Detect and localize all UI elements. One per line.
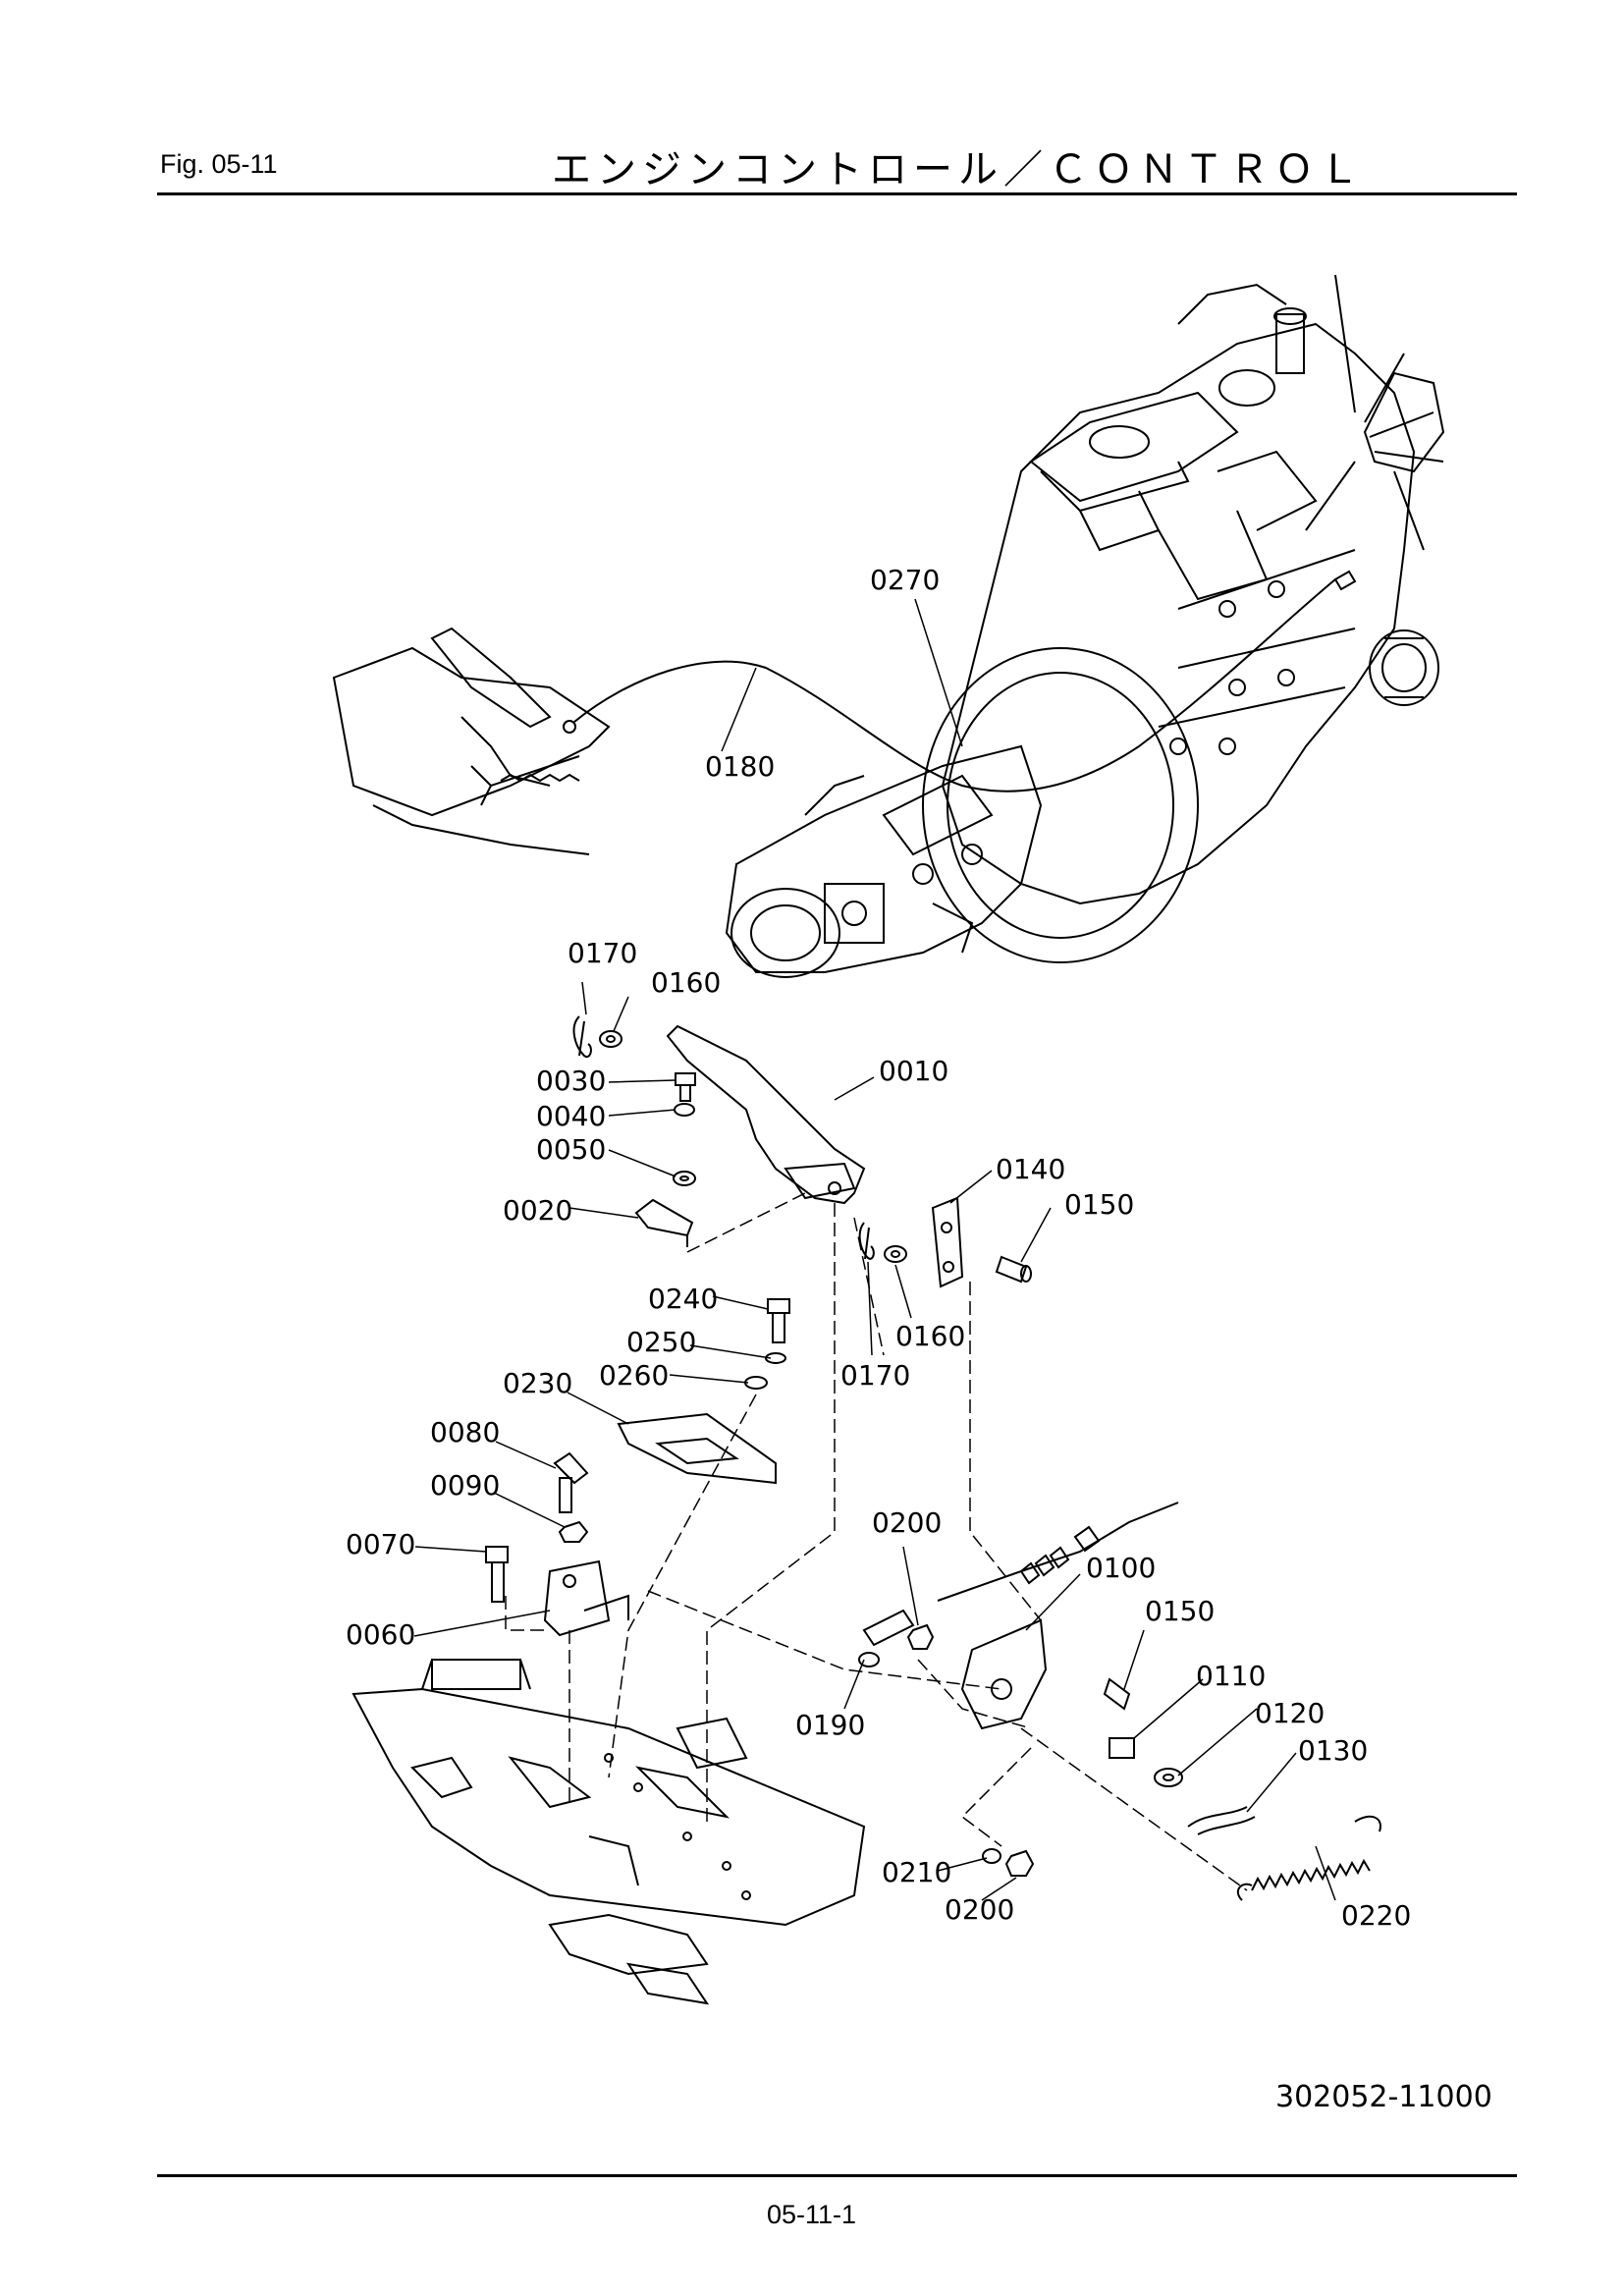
bracket-0020: [634, 1198, 694, 1247]
figure-title: エンジンコントロール／ＣＯＮＴＲＯＬ: [552, 147, 1365, 192]
floor-frame: [352, 1659, 866, 2005]
callout-0220: 0220: [1341, 1899, 1411, 1932]
washer-0210: [982, 1848, 1001, 1864]
washer-0260: [744, 1376, 768, 1390]
callout-0180: 0180: [705, 750, 775, 783]
callout-0070: 0070: [346, 1528, 415, 1560]
callout-0160-upper: 0160: [651, 966, 721, 999]
callout-0210: 0210: [882, 1856, 951, 1888]
plate-0140: [931, 1196, 964, 1288]
washer-0050: [673, 1171, 696, 1186]
callout-0200-lower: 0200: [945, 1893, 1014, 1926]
nut-0200b: [1004, 1849, 1035, 1877]
cotter-pin-0170b: [858, 1222, 875, 1260]
plate-0230: [617, 1412, 777, 1485]
pedal-assembly-upper: [332, 627, 611, 855]
callout-0140: 0140: [996, 1153, 1065, 1185]
callout-0060: 0060: [346, 1618, 415, 1651]
assembly-dashed-lines: [505, 1192, 1248, 1891]
washer-0120: [1154, 1768, 1183, 1787]
pedal-0010: [666, 1024, 866, 1205]
callout-0170-lower: 0170: [840, 1359, 910, 1392]
callout-labels: 0270 0180 0170 0160 0010 0030 0040 0050 …: [346, 564, 1411, 1932]
callout-0030: 0030: [536, 1065, 606, 1097]
bolt-0070: [485, 1546, 509, 1603]
spring-0220: [1236, 1815, 1381, 1901]
engine-assembly: [922, 274, 1445, 963]
callout-0230: 0230: [503, 1367, 572, 1399]
footer-rule: [157, 2174, 1517, 2177]
callout-0040: 0040: [536, 1100, 606, 1132]
washer-0250: [765, 1352, 786, 1364]
callout-0240: 0240: [648, 1283, 718, 1315]
nut-0090: [558, 1520, 589, 1543]
cotter-pin-0170a: [572, 1015, 592, 1059]
washer-0040: [674, 1103, 695, 1117]
nut-0200a: [906, 1623, 935, 1650]
callout-0130: 0130: [1298, 1734, 1368, 1767]
callout-0170-upper: 0170: [568, 937, 637, 969]
clip-0130: [1187, 1806, 1256, 1835]
callout-0200-upper: 0200: [872, 1506, 942, 1539]
bolt-0030: [675, 1072, 696, 1102]
callout-0100: 0100: [1086, 1552, 1156, 1584]
page-number: 05-11-1: [766, 2200, 857, 2229]
pin-0150b: [1103, 1677, 1131, 1711]
washer-0160a: [599, 1030, 622, 1048]
hydraulic-pump: [725, 744, 1043, 978]
callout-0080: 0080: [430, 1416, 500, 1449]
rod-end-0190: [858, 1609, 915, 1667]
callout-0250: 0250: [626, 1326, 696, 1358]
callout-0190: 0190: [795, 1709, 865, 1741]
callout-0020: 0020: [503, 1194, 572, 1227]
callout-0270: 0270: [870, 564, 940, 596]
bolt-0080: [553, 1451, 589, 1513]
leader-lines: [413, 598, 1336, 1901]
callout-0050: 0050: [536, 1133, 606, 1166]
pin-0150a: [995, 1255, 1032, 1284]
bracket-0060: [543, 1559, 629, 1637]
callout-0260: 0260: [599, 1359, 669, 1392]
bolt-0240: [767, 1298, 790, 1343]
figure-label: Fig. 05-11: [160, 149, 278, 179]
throttle-cable-0180: [573, 578, 1336, 793]
callout-0120: 0120: [1255, 1697, 1325, 1729]
callout-0090: 0090: [430, 1469, 500, 1502]
collar-0110: [1109, 1737, 1135, 1759]
washer-0160b: [884, 1245, 907, 1263]
callout-0010: 0010: [879, 1055, 948, 1087]
callout-0110: 0110: [1196, 1660, 1266, 1692]
callout-0150-upper: 0150: [1064, 1188, 1134, 1221]
header-rule: [157, 192, 1517, 195]
callout-0150-lower: 0150: [1145, 1595, 1215, 1627]
cable-0100: [937, 1502, 1179, 1602]
drawing-code: 302052-11000: [1275, 2080, 1492, 2114]
callout-0160-lower: 0160: [895, 1320, 965, 1352]
